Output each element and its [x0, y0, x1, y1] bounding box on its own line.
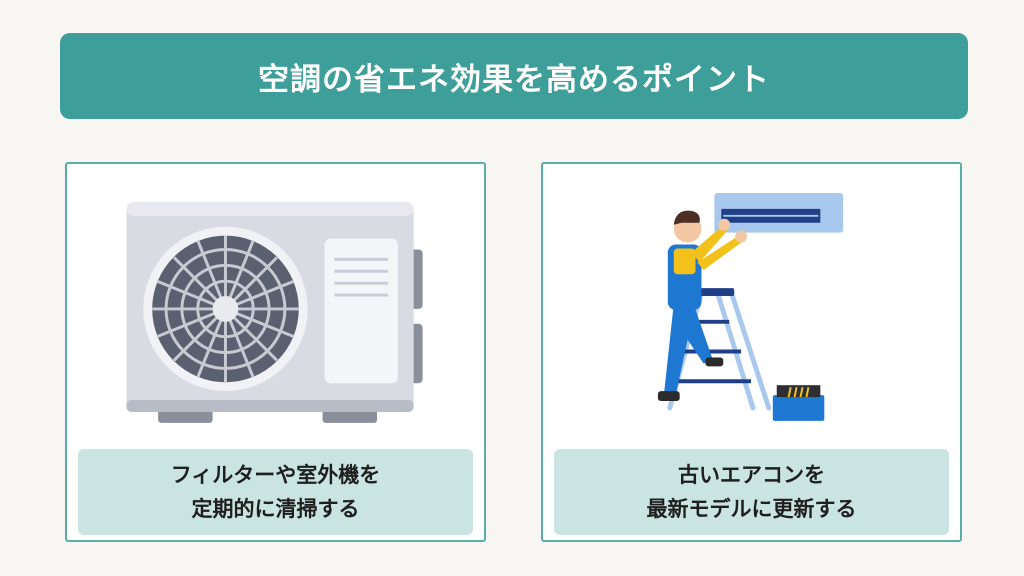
caption-line-1: 古いエアコンを: [678, 463, 825, 487]
page-title: 空調の省エネ効果を高めるポイント: [258, 61, 770, 98]
card-caption: 古いエアコンを 最新モデルに更新する: [554, 449, 949, 535]
outdoor-ac-unit-icon: [126, 201, 423, 423]
card-caption: フィルターや室外機を 定期的に清掃する: [78, 449, 473, 535]
caption-line-2: 最新モデルに更新する: [646, 497, 857, 521]
caption-line-2: 定期的に清掃する: [191, 497, 360, 521]
card-filter-cleaning: フィルターや室外機を 定期的に清掃する: [65, 162, 486, 542]
card-ac-replacement: 古いエアコンを 最新モデルに更新する: [541, 162, 962, 542]
title-banner: 空調の省エネ効果を高めるポイント: [60, 33, 968, 119]
technician-servicing-ac-icon: [657, 193, 844, 421]
caption-line-1: フィルターや室外機を: [170, 463, 381, 487]
